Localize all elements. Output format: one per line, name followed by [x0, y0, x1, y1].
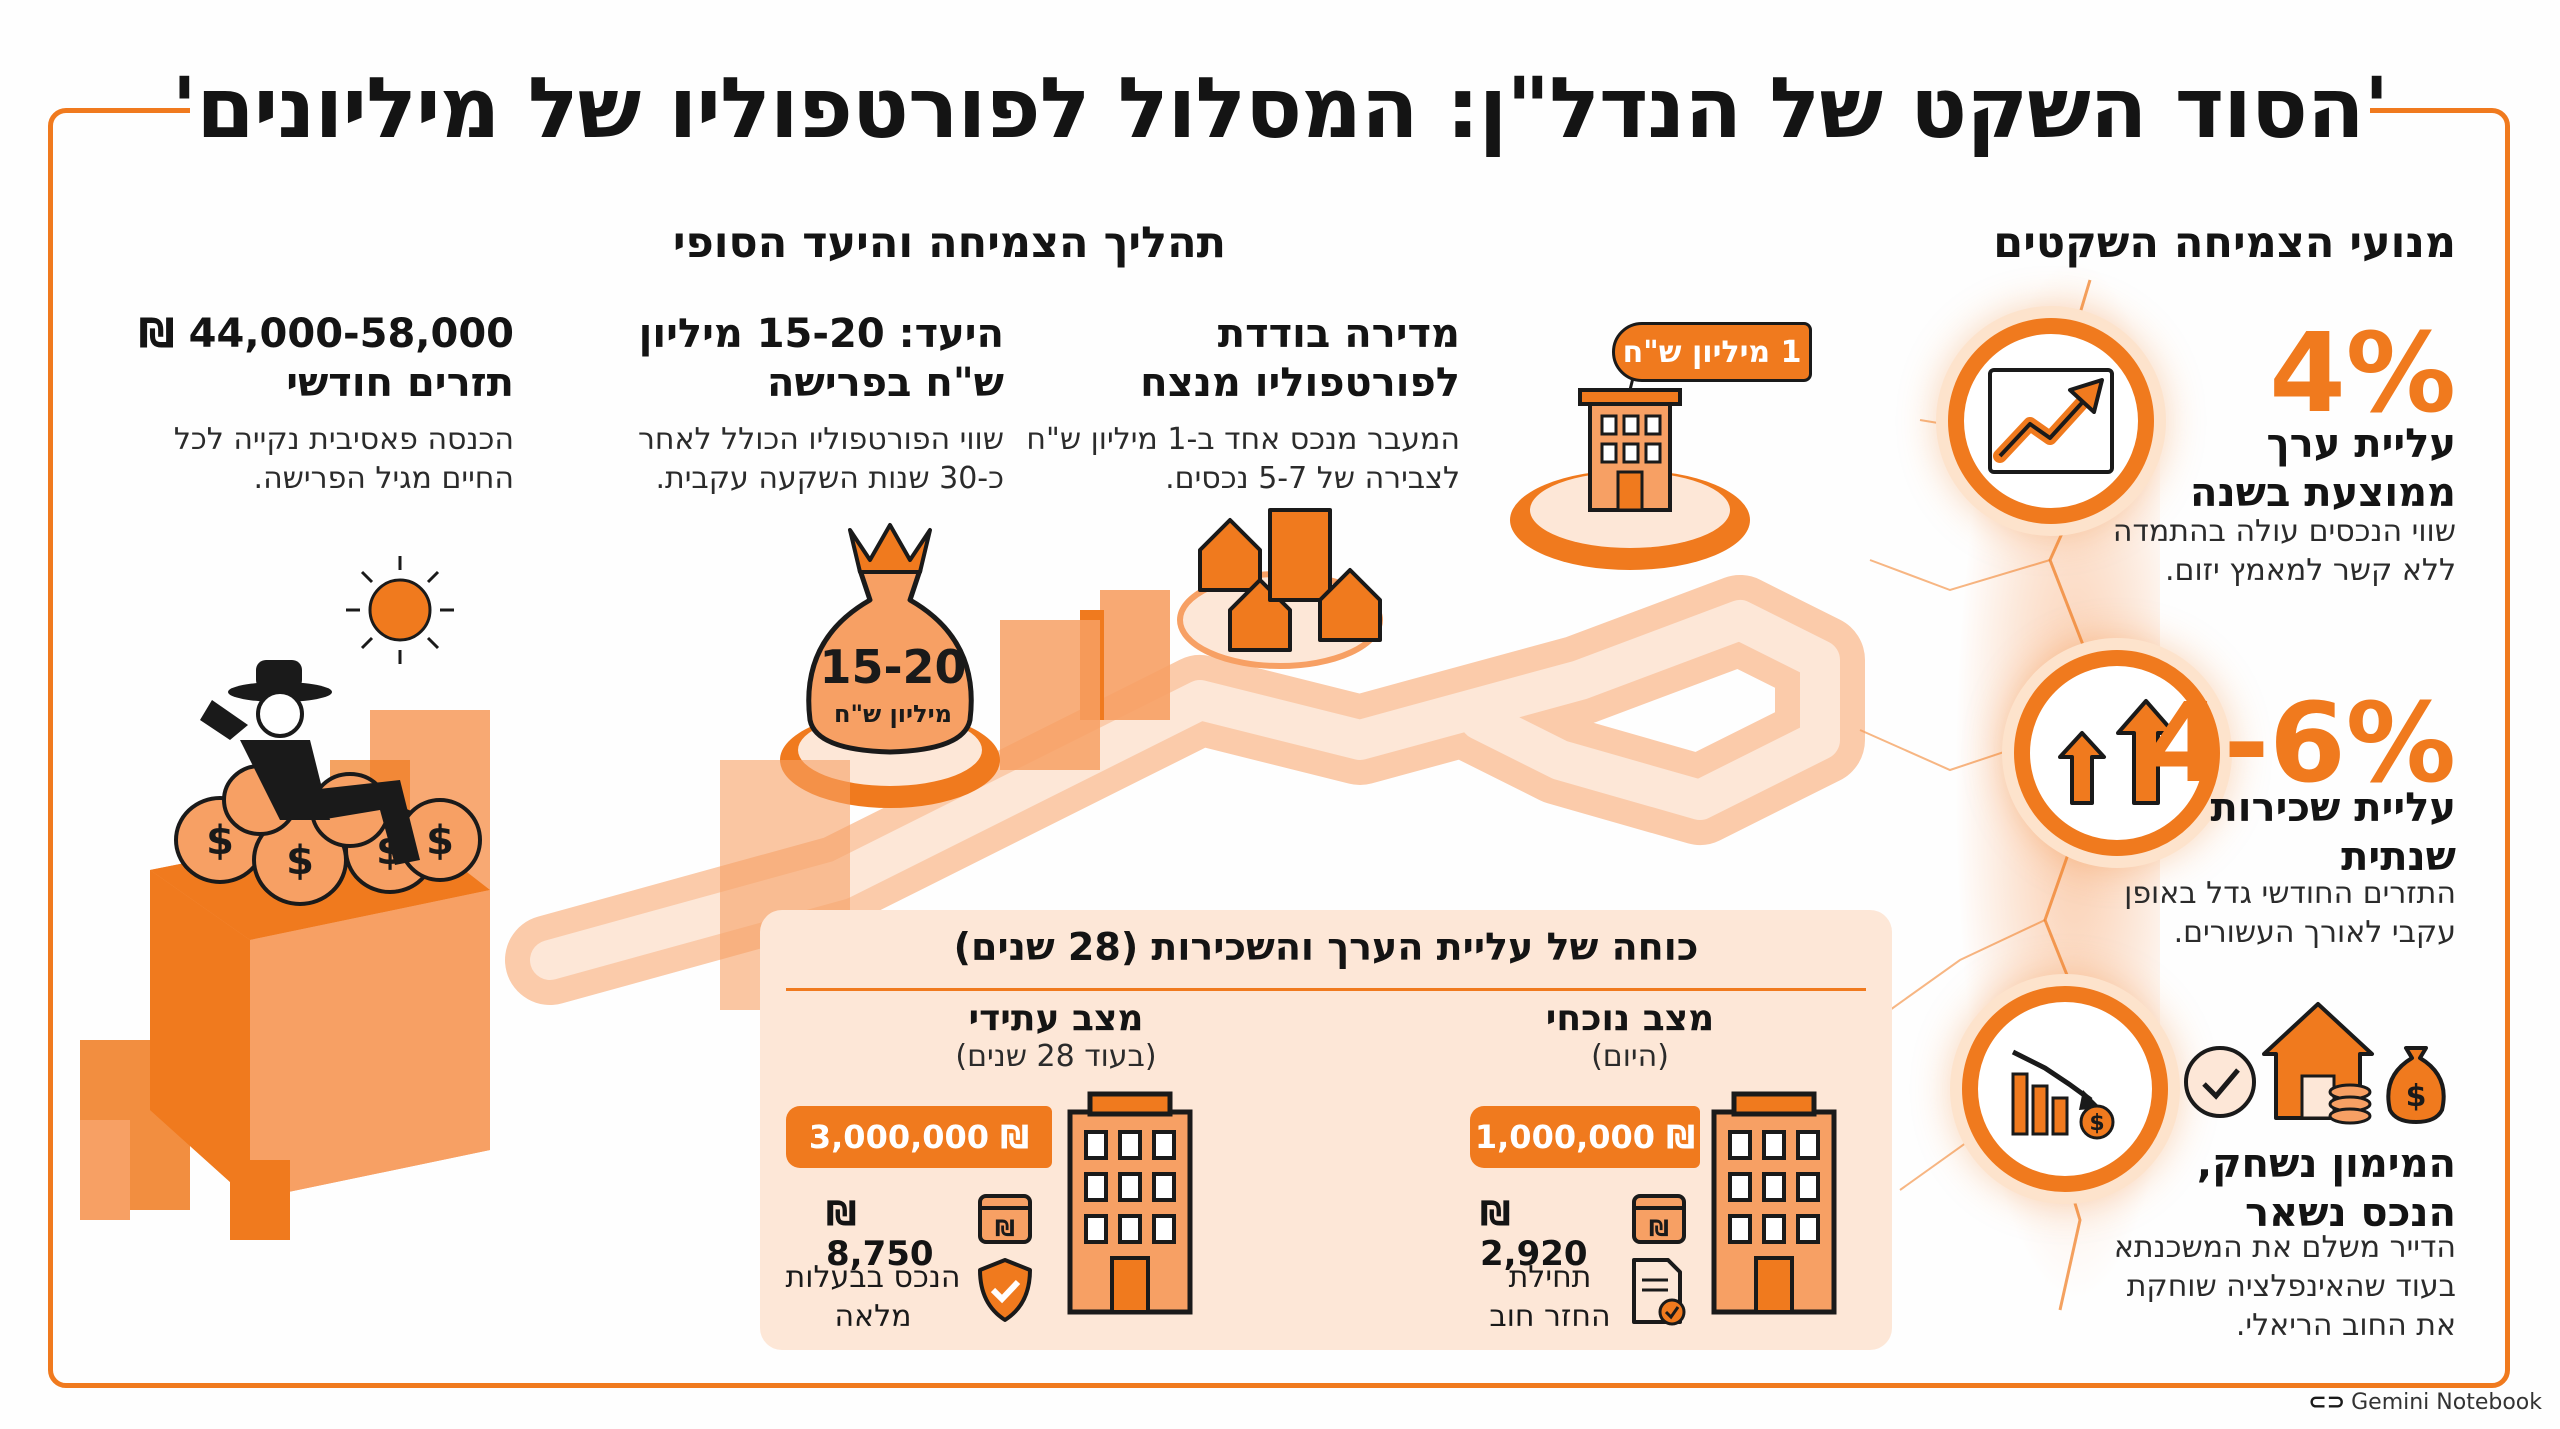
rent-growth-desc-line1: התזרים החודשי גדל באופן — [2124, 876, 2456, 911]
future-note-line2: מלאה — [834, 1299, 912, 1334]
engines-heading: מנועי הצמיחה השקטים — [1993, 218, 2456, 268]
step1-desc: המעבר מנכס אחד ב-1 מיליון ש"ח לצבירה של … — [1026, 420, 1460, 498]
house-and-money-icon: $ — [2184, 1002, 2446, 1125]
current-building-icon — [1711, 1091, 1837, 1315]
footer-brand: ⊂⊃ Gemini Notebook — [2308, 1390, 2542, 1415]
panel-heading: כוחה של עליית הערך והשכירות (28 שנים) — [953, 925, 1699, 969]
trend-up-icon — [1988, 368, 2114, 474]
future-note: הנכס בבעלות מלאה — [780, 1258, 966, 1336]
value-growth-desc: שווי הנכסים עולה בהתמדה ללא קשר למאמץ יז… — [2113, 512, 2456, 590]
double-up-arrow-icon — [2058, 699, 2176, 805]
calendar-icon: ₪ — [978, 1194, 1032, 1244]
value-growth-desc-line2: ללא קשר למאמץ יזום. — [2165, 553, 2456, 588]
financing-desc-line2: בעוד שהאינפלציה שוחקת — [2126, 1269, 2456, 1304]
future-building-icon — [1067, 1091, 1193, 1315]
step2-title-line2: ש"ח בפרישה — [767, 359, 1004, 406]
current-note-line1: תחילת — [1508, 1260, 1592, 1295]
footer-brand-text: Gemini Notebook — [2351, 1390, 2542, 1415]
financing-title-line2: הנכס נשאר — [2244, 1189, 2456, 1236]
current-state-header: מצב נוכחי (היום) — [1470, 998, 1790, 1074]
step3-title-line2: תזרים חודשי — [286, 359, 514, 406]
value-growth-stat: 4% — [2269, 309, 2456, 437]
value-growth-title-line1: עליית ערך — [2266, 421, 2456, 467]
current-state-title: מצב נוכחי — [1545, 998, 1715, 1039]
declining-chart-icon: $ — [2011, 1049, 2115, 1140]
step3-desc: הכנסה פאסיבית נקייה לכל החיים מגיל הפריש… — [174, 420, 514, 498]
current-state-subtitle: (היום) — [1591, 1039, 1669, 1074]
step3-title-line1: ₪ 44,000-58,000 — [138, 311, 514, 357]
rent-growth-title: עליית שכירות שנתית — [2210, 784, 2456, 882]
future-state-subtitle: (בעוד 28 שנים) — [955, 1039, 1157, 1074]
current-value-tag: ₪ 1,000,000 — [1470, 1106, 1700, 1168]
value-growth-title: עליית ערך ממוצעת בשנה — [2190, 420, 2456, 518]
financing-desc: הדייר משלם את המשכנתא בעוד שהאינפלציה שו… — [2114, 1228, 2456, 1345]
gemini-logo-icon: ⊂⊃ — [2308, 1390, 2346, 1415]
step2-desc: שווי הפורטפוליו הכולל לאחר כ-30 שנות השק… — [638, 420, 1004, 498]
future-rent: ₪ 8,750 — [826, 1194, 934, 1274]
step1-title: מדירה בודדת לפורטפוליו מנצח — [1140, 310, 1460, 408]
shield-check-icon — [978, 1258, 1032, 1322]
step3-desc-line1: הכנסה פאסיבית נקייה לכל — [173, 422, 514, 457]
step2-title-line1: היעד: 15-20 מיליון — [638, 311, 1004, 357]
svg-text:₪: ₪ — [995, 1217, 1015, 1242]
future-state-header: מצב עתידי (בעוד 28 שנים) — [866, 998, 1246, 1074]
step1-desc-line2: לצבירה של 5-7 נכסים. — [1165, 461, 1460, 496]
current-note: תחילת החזר חוב — [1480, 1258, 1620, 1336]
svg-text:$: $ — [2089, 1111, 2104, 1136]
step1-desc-line1: המעבר מנכס אחד ב-1 מיליון ש"ח — [1026, 422, 1460, 457]
rent-growth-desc-line2: עקבי לאורך העשורים. — [2173, 915, 2456, 950]
current-note-line2: החזר חוב — [1489, 1299, 1611, 1334]
calendar-icon: ₪ — [1632, 1194, 1686, 1244]
current-rent: ₪ 2,920 — [1480, 1194, 1588, 1274]
bag-value: 15-20 — [819, 640, 967, 694]
financing-title: המימון נשחק, הנכס נשאר — [2197, 1140, 2456, 1238]
step2-desc-line2: כ-30 שנות השקעה עקבית. — [655, 461, 1004, 496]
step3-title: ₪ 44,000-58,000 תזרים חודשי — [139, 310, 514, 408]
rent-growth-title-line1: עליית שכירות — [2210, 785, 2456, 831]
svg-text:$: $ — [206, 818, 234, 864]
future-value-tag: ₪ 3,000,000 — [786, 1106, 1052, 1168]
title-bar: 'הסוד השקט של הנדל"ן: המסלול לפורטפוליו … — [172, 40, 2389, 175]
start-price-tag: 1 מיליון ש"ח — [1612, 322, 1812, 382]
rent-growth-stat: 4-6% — [2147, 679, 2456, 807]
future-state-title: מצב עתידי — [968, 998, 1144, 1039]
step1-title-line2: לפורטפוליו מנצח — [1140, 359, 1460, 406]
rent-growth-desc: התזרים החודשי גדל באופן עקבי לאורך העשור… — [2124, 874, 2456, 952]
svg-text:₪: ₪ — [1649, 1217, 1669, 1242]
financing-badge: $ — [1962, 986, 2168, 1192]
document-check-icon — [1632, 1258, 1686, 1326]
svg-text:$: $ — [426, 818, 454, 864]
process-heading: תהליך הצמיחה והיעד הסופי — [672, 218, 1226, 268]
value-growth-desc-line1: שווי הנכסים עולה בהתמדה — [2112, 514, 2456, 549]
step2-desc-line1: שווי הפורטפוליו הכולל לאחר — [637, 422, 1004, 457]
svg-text:$: $ — [2406, 1079, 2427, 1114]
value-growth-title-line2: ממוצעת בשנה — [2190, 469, 2456, 516]
panel-divider — [786, 988, 1866, 991]
future-note-line1: הנכס בבעלות — [785, 1260, 961, 1295]
financing-desc-line3: את החוב הריאלי. — [2235, 1308, 2456, 1343]
financing-title-line1: המימון נשחק, — [2196, 1141, 2456, 1187]
svg-text:$: $ — [286, 838, 314, 884]
step3-desc-line2: החיים מגיל הפרישה. — [253, 461, 514, 496]
growth-path-illustration: $$$$ — [80, 349, 1865, 1240]
page-title: 'הסוד השקט של הנדל"ן: המסלול לפורטפוליו … — [171, 58, 2390, 157]
step1-title-line1: מדירה בודדת — [1217, 311, 1460, 357]
financing-desc-line1: הדייר משלם את המשכנתא — [2113, 1230, 2456, 1265]
bag-unit: מיליון ש"ח — [833, 700, 953, 728]
value-growth-badge — [1948, 318, 2154, 524]
rent-growth-title-line2: שנתית — [2341, 833, 2456, 880]
step2-title: היעד: 15-20 מיליון ש"ח בפרישה — [639, 310, 1004, 408]
